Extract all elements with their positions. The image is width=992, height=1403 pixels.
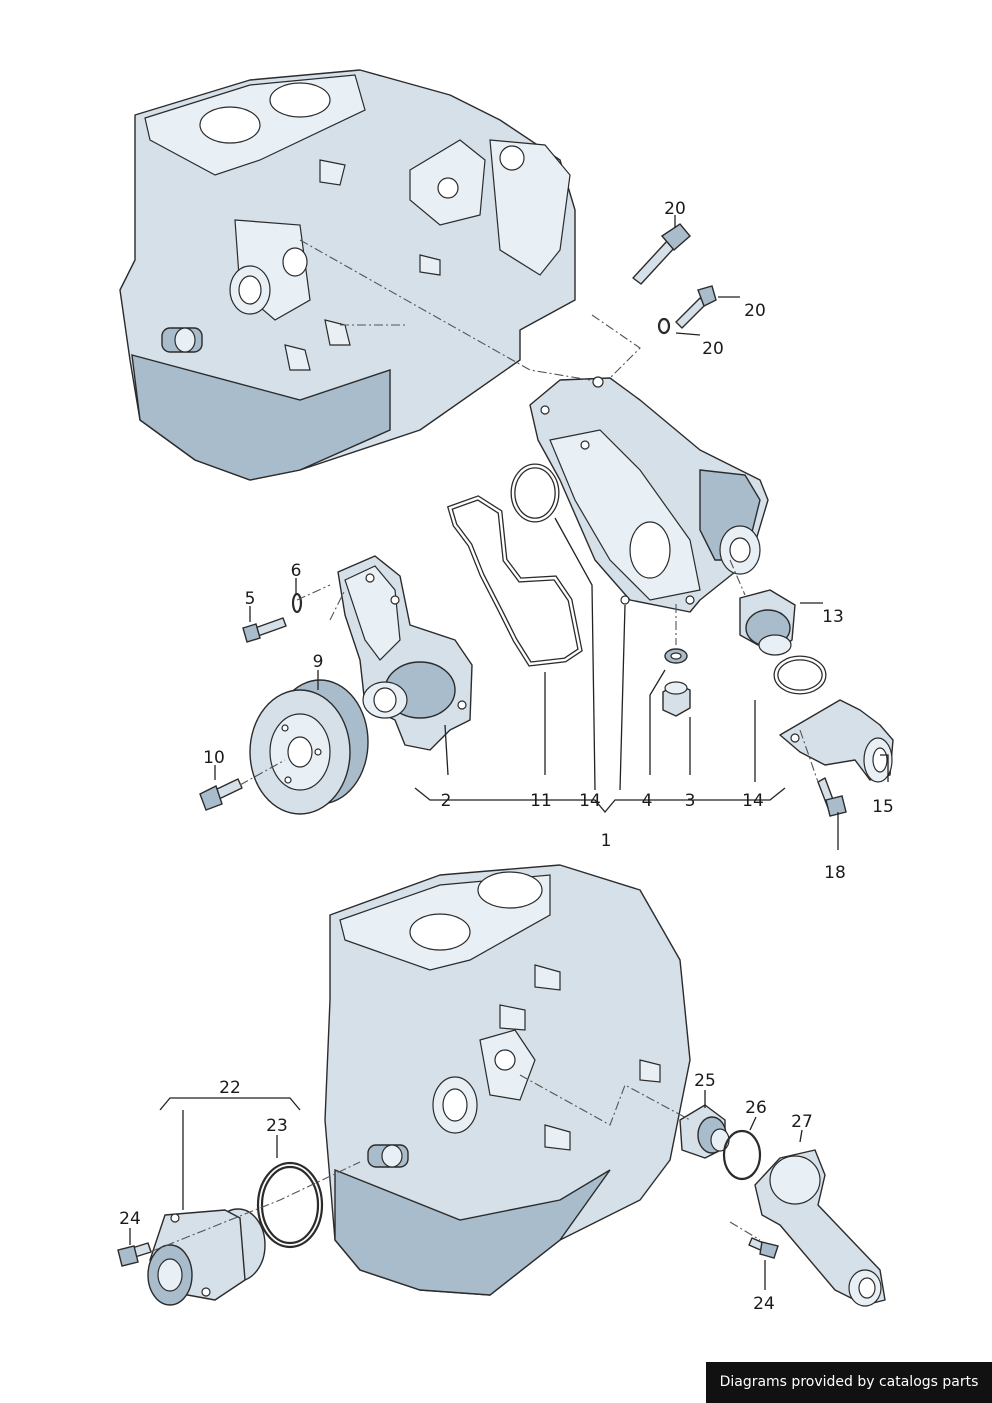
callout-2: 2 bbox=[441, 791, 452, 811]
callout-labels: 20 20 20 6 5 13 9 10 2 11 14 4 3 14 15 1… bbox=[119, 199, 894, 1314]
callout-1: 1 bbox=[601, 831, 612, 851]
footer-credit: Diagrams provided by catalogs parts bbox=[706, 1362, 992, 1403]
bolt-5 bbox=[242, 617, 287, 643]
thermostat bbox=[739, 589, 796, 656]
sealing-ring-large bbox=[510, 463, 560, 523]
assembly-lines-bottom bbox=[149, 1074, 761, 1253]
engine-block-bottom bbox=[324, 864, 691, 1296]
callout-27: 27 bbox=[791, 1112, 813, 1132]
callout-25: 25 bbox=[694, 1071, 716, 1091]
o-ring-23 bbox=[256, 1161, 324, 1249]
sealing-ring-small bbox=[773, 655, 827, 695]
bolt bbox=[675, 285, 717, 329]
assembly-lines-top bbox=[239, 239, 819, 786]
callout-3: 3 bbox=[685, 791, 696, 811]
stud bbox=[632, 223, 691, 285]
water-pump-22 bbox=[147, 1208, 266, 1306]
leader-lines-top bbox=[214, 215, 889, 850]
spring-washer-6 bbox=[291, 592, 303, 614]
callout-18: 18 bbox=[824, 863, 846, 883]
spring-washer bbox=[657, 317, 671, 335]
callout-24-right: 24 bbox=[753, 1294, 775, 1314]
bolt-24-left bbox=[117, 1242, 152, 1267]
callout-20-stud: 20 bbox=[664, 199, 686, 219]
pulley bbox=[249, 679, 369, 815]
bolt-18 bbox=[817, 777, 847, 817]
engine-block-top bbox=[119, 69, 576, 481]
callout-20-washer: 20 bbox=[702, 339, 724, 359]
callout-26: 26 bbox=[745, 1098, 767, 1118]
callout-14-left: 14 bbox=[579, 791, 601, 811]
coolant-connector bbox=[779, 699, 894, 783]
callout-23: 23 bbox=[266, 1116, 288, 1136]
callout-5: 5 bbox=[245, 589, 256, 609]
water-pump bbox=[337, 555, 473, 751]
callout-22: 22 bbox=[219, 1078, 241, 1098]
callout-24-left: 24 bbox=[119, 1209, 141, 1229]
callout-13: 13 bbox=[822, 607, 844, 627]
callout-14-right: 14 bbox=[742, 791, 764, 811]
callout-4: 4 bbox=[642, 791, 653, 811]
callout-6: 6 bbox=[291, 561, 302, 581]
plug bbox=[662, 681, 691, 717]
coolant-pipe-27 bbox=[754, 1149, 886, 1307]
callout-20-bolt: 20 bbox=[744, 301, 766, 321]
callout-15: 15 bbox=[872, 797, 894, 817]
thermostat-25 bbox=[679, 1104, 730, 1159]
water-pump-gasket bbox=[446, 495, 583, 667]
bolt-10 bbox=[199, 778, 243, 811]
leader-lines-bottom bbox=[129, 1090, 803, 1290]
bolt-24-right bbox=[748, 1237, 779, 1259]
o-ring-26 bbox=[722, 1129, 762, 1181]
coolant-flange-housing bbox=[529, 376, 769, 613]
callout-11: 11 bbox=[530, 791, 552, 811]
callout-9: 9 bbox=[313, 652, 324, 672]
callout-10: 10 bbox=[203, 748, 225, 768]
